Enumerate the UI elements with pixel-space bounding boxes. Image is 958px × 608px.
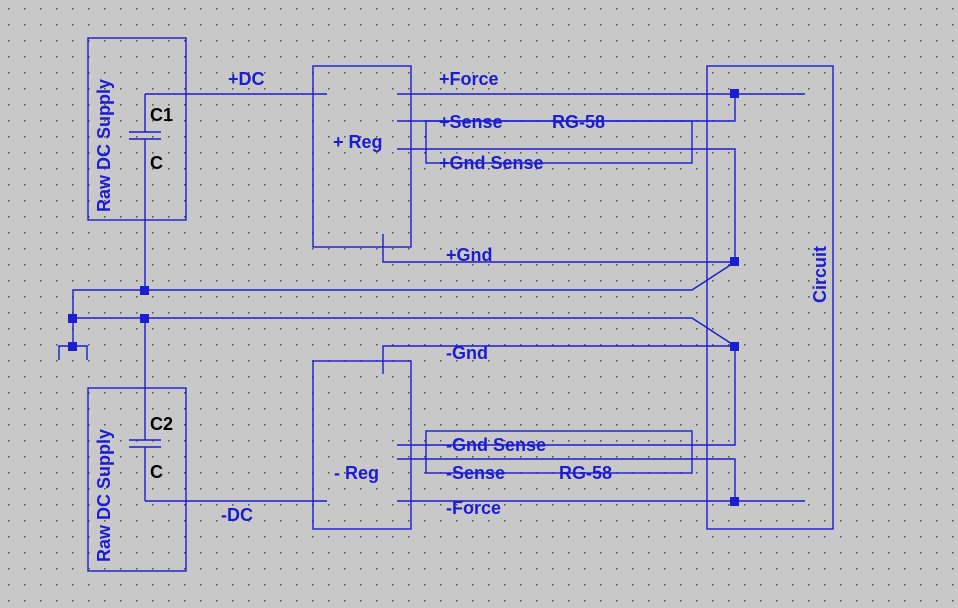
label-neg-gnd: -Gnd xyxy=(446,343,488,363)
raw-dc-supply-bottom[interactable]: Raw DC Supply C2 C xyxy=(87,318,187,572)
wire-neg-gnd-sense xyxy=(397,346,736,446)
label-cable-bottom: RG-58 xyxy=(559,463,612,483)
junction-dot xyxy=(730,497,739,506)
net-labels: +DC +Force +Sense RG-58 +Gnd Sense +Gnd … xyxy=(221,69,612,525)
junction-dot xyxy=(68,314,77,323)
positive-regulator[interactable]: + Reg xyxy=(312,65,412,248)
label-pos-force: +Force xyxy=(439,69,499,89)
supply-top-label: Raw DC Supply xyxy=(94,79,114,212)
supply-top-box xyxy=(87,37,187,221)
junction-dot xyxy=(68,342,77,351)
c1-value: C xyxy=(150,153,163,173)
wire-ground-upper xyxy=(72,261,736,318)
junction-dot xyxy=(730,89,739,98)
label-cable-top: RG-58 xyxy=(552,112,605,132)
pos-reg-label: + Reg xyxy=(333,132,383,152)
junctions xyxy=(68,89,739,506)
wire-ground-lower xyxy=(73,317,736,347)
supply-bottom-label: Raw DC Supply xyxy=(94,429,114,562)
label-pos-dc: +DC xyxy=(228,69,265,89)
c1-name: C1 xyxy=(150,105,173,125)
junction-dot xyxy=(730,342,739,351)
circuit-block[interactable]: Circuit xyxy=(706,65,834,530)
label-pos-gnd-sense: +Gnd Sense xyxy=(439,153,544,173)
supply-bottom-box xyxy=(87,387,187,572)
wires xyxy=(58,93,805,502)
neg-reg-label: - Reg xyxy=(334,463,379,483)
cable-top xyxy=(425,120,693,164)
label-neg-gnd-sense: -Gnd Sense xyxy=(446,435,546,455)
pos-reg-box xyxy=(312,65,412,248)
junction-dot xyxy=(730,257,739,266)
circuit-label: Circuit xyxy=(810,246,830,303)
wire-neg-sense xyxy=(397,458,736,501)
wire-pos-gnd-sense xyxy=(397,148,736,262)
junction-dot xyxy=(140,314,149,323)
cable-bottom xyxy=(425,430,693,474)
wire-neg-gnd xyxy=(382,345,735,374)
c2-name: C2 xyxy=(150,414,173,434)
label-neg-dc: -DC xyxy=(221,505,253,525)
c2-value: C xyxy=(150,462,163,482)
circuit-box xyxy=(706,65,834,530)
label-neg-sense: -Sense xyxy=(446,463,505,483)
raw-dc-supply-top[interactable]: Raw DC Supply C1 C xyxy=(87,37,187,290)
wire-pos-gnd xyxy=(382,234,735,263)
junction-dot xyxy=(140,286,149,295)
label-pos-sense: +Sense xyxy=(439,112,503,132)
label-neg-force: -Force xyxy=(446,498,501,518)
label-pos-gnd: +Gnd xyxy=(446,245,493,265)
